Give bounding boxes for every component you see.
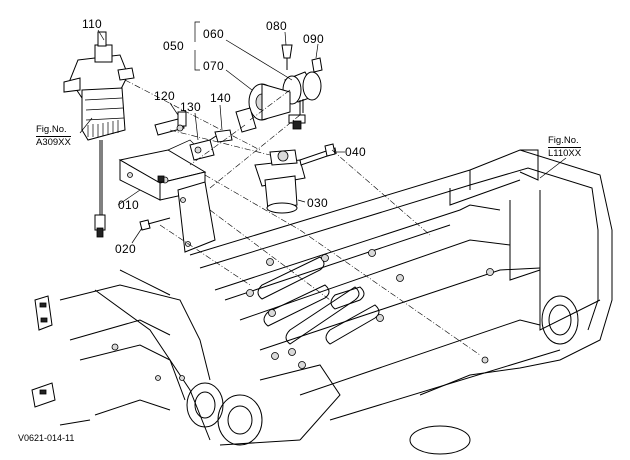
- part-label-020: 020: [115, 242, 136, 256]
- main-frame: [59, 149, 613, 455]
- part-label-060: 060: [203, 27, 224, 41]
- loose-blocks: [31, 295, 56, 408]
- clamp-090: [311, 57, 323, 73]
- fig-ref-left[interactable]: Fig.No. A309XX: [36, 124, 71, 149]
- assembly-lines: [159, 89, 481, 356]
- pump-body-070: [235, 83, 291, 133]
- fuel-pump-060: [282, 71, 322, 130]
- part-label-030: 030: [307, 196, 328, 210]
- part-label-120: 120: [154, 89, 175, 103]
- part-label-010: 010: [118, 198, 139, 212]
- clip-080: [281, 44, 293, 70]
- nut-140: [209, 129, 233, 143]
- part-label-140: 140: [210, 91, 231, 105]
- leader-lines: [79, 21, 567, 244]
- fig-ref-left-code: A309XX: [36, 135, 71, 148]
- part-label-130: 130: [180, 100, 201, 114]
- part-label-050: 050: [163, 39, 184, 53]
- figure-code: V0621-014-11: [18, 433, 75, 443]
- part-label-040: 040: [345, 145, 366, 159]
- part-label-090: 090: [303, 32, 324, 46]
- sensor-130: [189, 139, 215, 161]
- part-label-070: 070: [203, 59, 224, 73]
- fuel-filter-110: [63, 31, 261, 238]
- fitting-120: [154, 111, 187, 136]
- fig-ref-left-prefix: Fig.No.: [36, 124, 67, 135]
- bolt-040: [299, 143, 337, 166]
- fig-ref-right-prefix: Fig.No.: [548, 135, 579, 146]
- fig-ref-right[interactable]: Fig.No. L110XX: [548, 135, 582, 160]
- part-label-110: 110: [82, 17, 103, 31]
- bracket-010: [118, 139, 216, 253]
- sedimenter-030: [254, 149, 319, 214]
- fig-ref-right-code: L110XX: [548, 146, 582, 159]
- bolt-020: [139, 217, 171, 231]
- part-label-080: 080: [266, 19, 287, 33]
